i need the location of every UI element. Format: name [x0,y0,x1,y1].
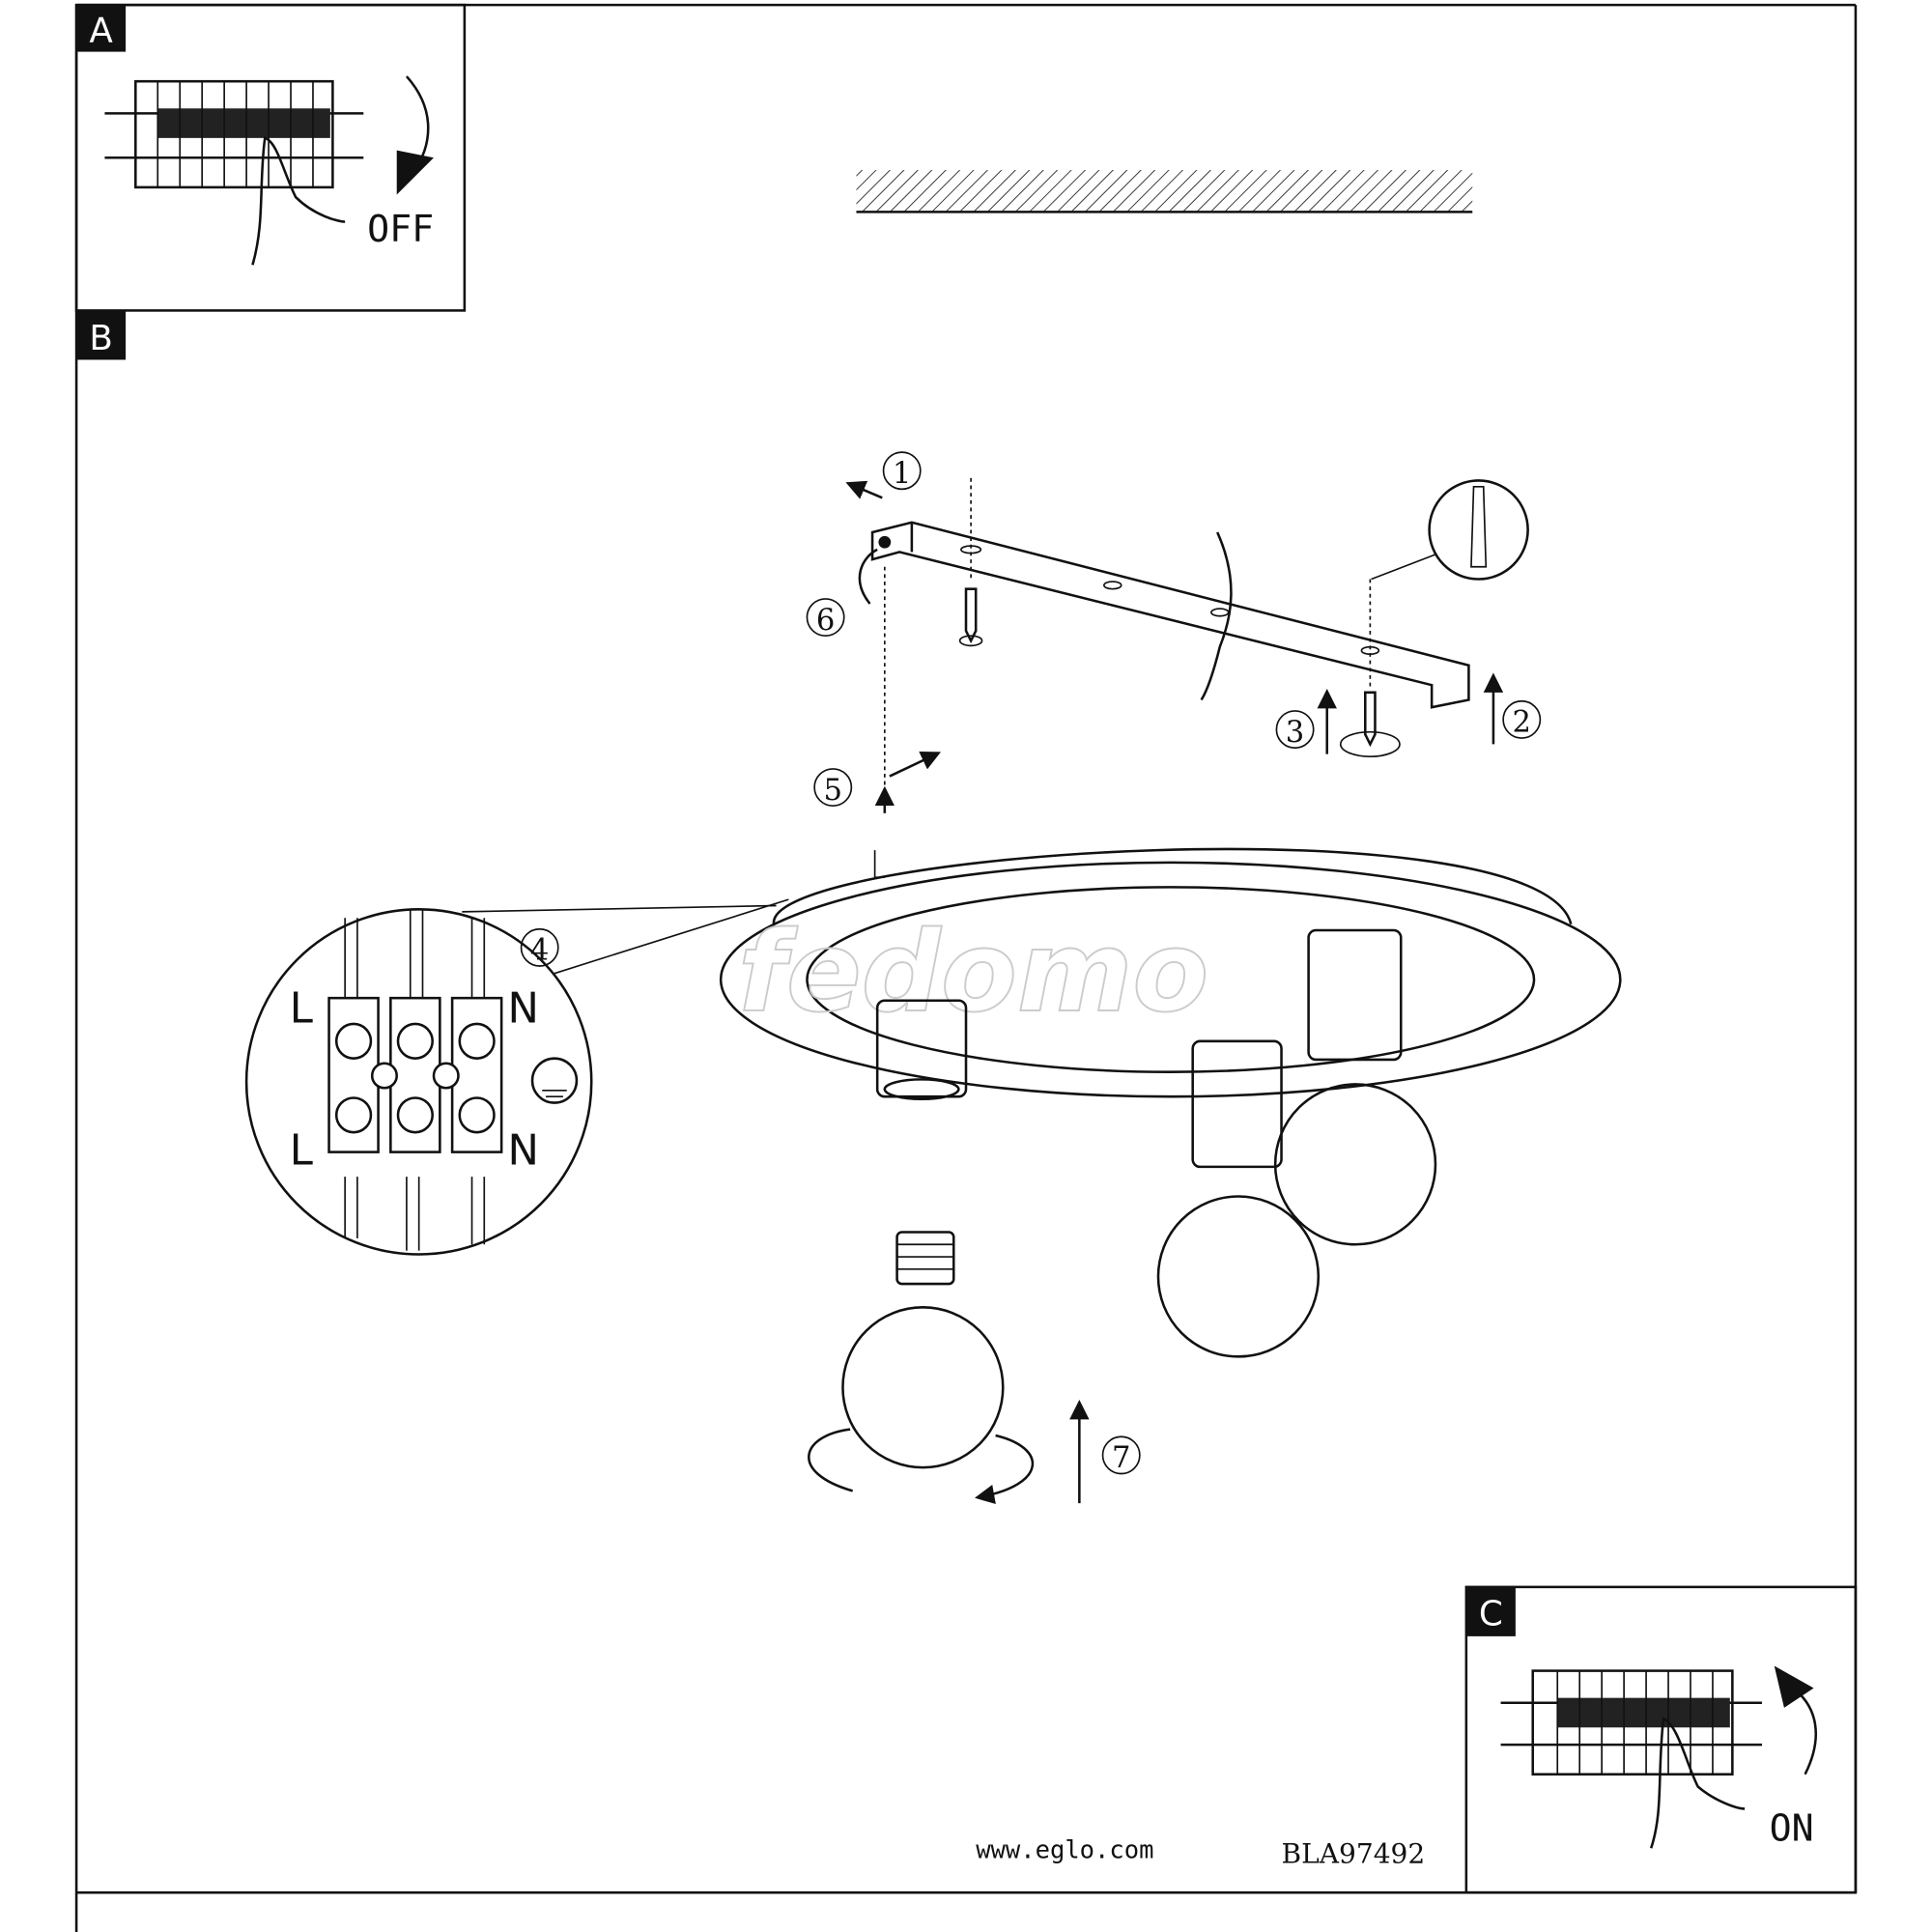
panel-b-label: B [89,319,113,358]
arrow-tighten-icon [858,548,878,605]
hand-icon [1649,1717,1746,1849]
panel-c-label-box [1465,1586,1516,1636]
lamp-socket [875,999,968,1101]
panel-a-power-off: A OFF [74,3,467,312]
step-5: 5 [824,774,842,808]
ceiling-plate [719,847,1622,1098]
switch-off-label: OFF [367,208,434,251]
neutral-top-label: N [508,985,539,1034]
step-3: 3 [1286,716,1304,750]
step-1: 1 [893,457,911,491]
step-markers: 1 2 3 4 5 6 7 [520,451,1542,1475]
step-6: 6 [816,604,835,638]
arrow-loosen-icon [845,480,883,499]
power-cable [1200,531,1233,701]
watermark: fedomo [738,908,1208,1037]
step-2: 2 [1513,706,1531,740]
product-code: BLA97492 [1282,1838,1426,1870]
circuit-breaker-icon [1500,1669,1762,1776]
lamp-socket-with-bulb [1156,1039,1321,1358]
arrow-up-icon [1774,1665,1814,1708]
earth-symbol-icon [530,1057,579,1104]
website-text: www.eglo.com [976,1835,1153,1864]
panel-c-power-on: C ON [1464,1585,1858,1894]
neutral-bottom-label: N [508,1126,539,1175]
step-7: 7 [1112,1441,1130,1475]
rotate-arrow-icon [1792,1687,1817,1776]
ceiling-hatch [856,170,1473,213]
mounting-bracket [870,521,1470,709]
screw-icon [958,477,983,647]
live-bottom-label: L [290,1126,313,1175]
panel-b-label-box [76,310,127,360]
arrow-down-icon [396,150,434,195]
panel-a-label-box [76,5,127,52]
light-bulb-icon [808,1231,1035,1505]
hand-icon [251,136,346,266]
lamp-socket-with-bulb [1273,928,1437,1246]
panel-c-label: C [1479,1594,1503,1634]
live-top-label: L [290,985,313,1034]
circuit-breaker-icon [104,79,364,189]
step-4: 4 [530,934,549,968]
panel-a-label: A [89,11,113,50]
arrow-slide-icon [889,751,941,778]
wall-plug-detail [1339,479,1529,757]
switch-on-label: ON [1770,1807,1814,1851]
wiring-terminal-detail: L L N N [244,898,789,1256]
